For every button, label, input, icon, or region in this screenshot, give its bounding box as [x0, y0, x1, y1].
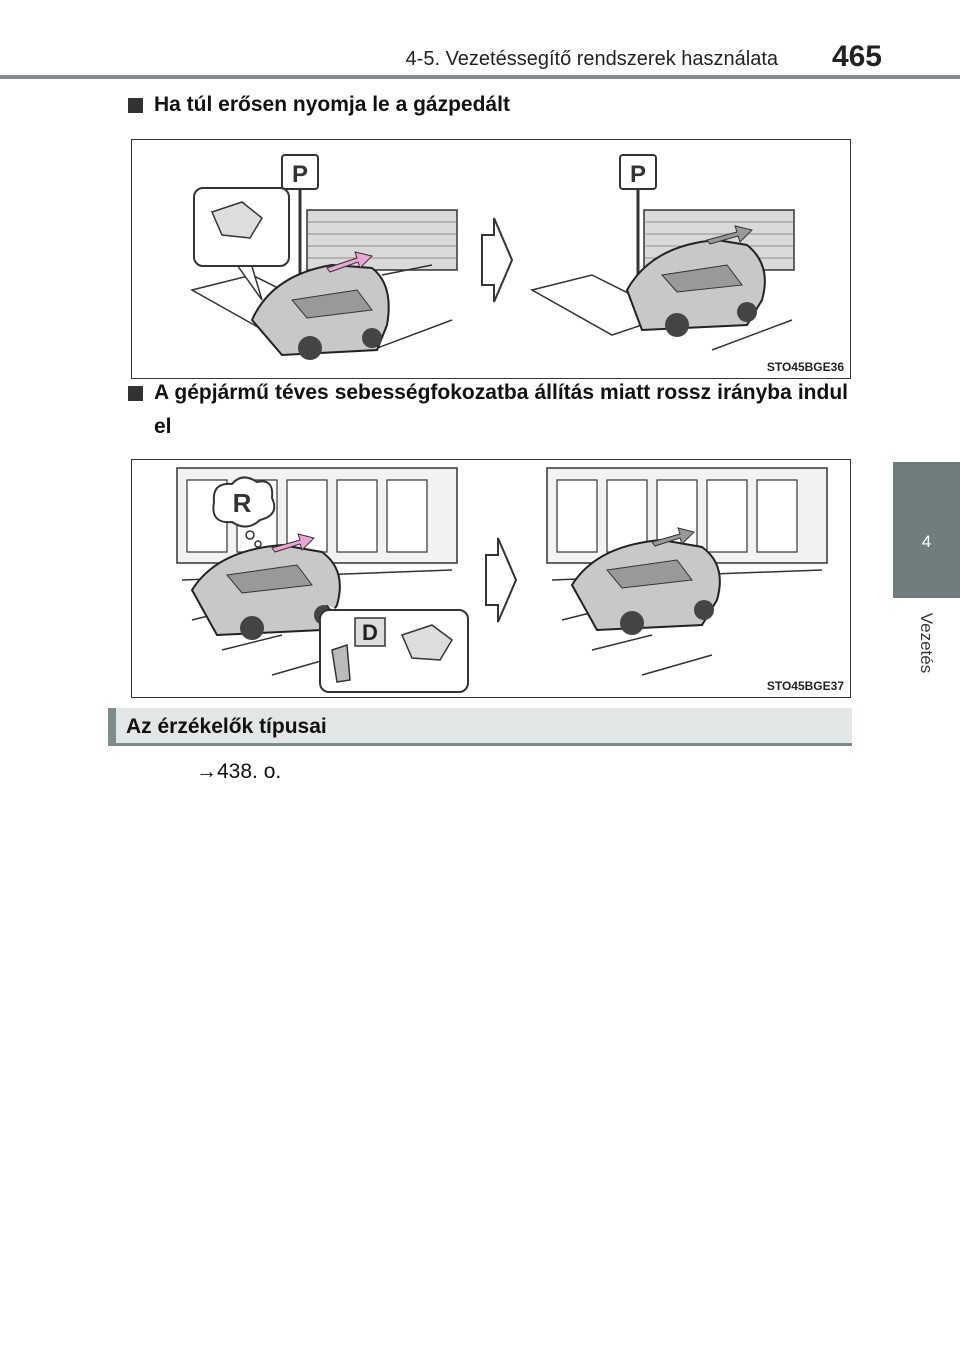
thought-dot-small: [254, 540, 262, 548]
section-title-sensors: Az érzékelők típusai: [126, 715, 327, 738]
callout-pointer: [231, 257, 263, 301]
heading-1-text: Ha túl erősen nyomja le a gázpedált: [154, 93, 510, 116]
car-right-wheel-rear: [694, 600, 714, 620]
car-right-wheel: [665, 313, 689, 337]
parking-sign-right: [619, 154, 657, 190]
bullet-square-icon: [128, 98, 143, 113]
car-right-windshield: [661, 264, 743, 293]
page-header: 4-5. Vezetéssegítő rendszerek használata…: [0, 0, 960, 80]
motion-arrow-pink: [271, 533, 315, 553]
car-right-wheel-rear: [737, 302, 757, 322]
transition-arrow-icon: [485, 537, 518, 623]
thought-dot: [245, 530, 255, 540]
parking-sign-letter-right: P: [630, 161, 646, 188]
foot-pedal-icon: [210, 201, 263, 239]
parking-sign-letter-left: P: [292, 161, 308, 188]
chapter-label: Vezetés: [917, 612, 936, 674]
car-left-rear-window: [226, 564, 313, 594]
page-reference-link[interactable]: →438. o.: [196, 760, 282, 783]
motion-arrow-pink: [326, 251, 373, 273]
section-title: 4-5. Vezetéssegítő rendszerek használata: [405, 48, 778, 70]
figure-accelerator-pressed: P P: [131, 139, 851, 379]
car-right-rear-window: [606, 559, 693, 589]
figure-code-2: STO45BGE37: [766, 679, 844, 693]
section-stripe: [108, 708, 116, 746]
gear-label-box: [354, 617, 386, 647]
figure-code-1: STO45BGE36: [766, 360, 844, 374]
thought-bubble: [212, 476, 276, 528]
illustration-parking-lot-1: P P: [189, 154, 795, 360]
parking-sign-left: [281, 154, 319, 190]
bullet-square-icon: [128, 386, 143, 401]
figure-wrong-gear: R D STO45BGE37: [131, 459, 851, 698]
motion-arrow-gray: [706, 225, 753, 245]
transition-arrow-icon: [481, 217, 514, 303]
car-left-wheel: [240, 616, 264, 640]
car-right-wheel: [620, 611, 644, 635]
car-left-windshield: [291, 289, 373, 319]
car-left-wheel: [298, 336, 322, 360]
thought-letter: R: [233, 488, 252, 518]
header-divider: [0, 75, 960, 79]
page-number: 465: [831, 40, 882, 73]
bullet-heading-1: Ha túl erősen nyomja le a gázpedált: [128, 88, 848, 122]
foot-pedal-icon: [400, 624, 453, 661]
car-left-wheel-rear: [362, 328, 382, 348]
section-heading-bar: Az érzékelők típusai: [108, 708, 852, 746]
shifter-letter: D: [362, 620, 378, 645]
heading-2-text: A gépjármű téves sebességfokozatba állít…: [154, 381, 848, 438]
motion-arrow-gray: [651, 527, 695, 547]
gear-shifter-icon: [331, 643, 351, 683]
chapter-label-area: Vezetés: [893, 598, 960, 688]
chapter-tab: 4: [893, 462, 960, 598]
chapter-number: 4: [921, 532, 932, 551]
illustration-parking-lot-2: R D: [176, 467, 828, 693]
brick-wall-left: [306, 209, 458, 271]
bullet-heading-2: A gépjármű téves sebességfokozatba állít…: [128, 376, 848, 444]
